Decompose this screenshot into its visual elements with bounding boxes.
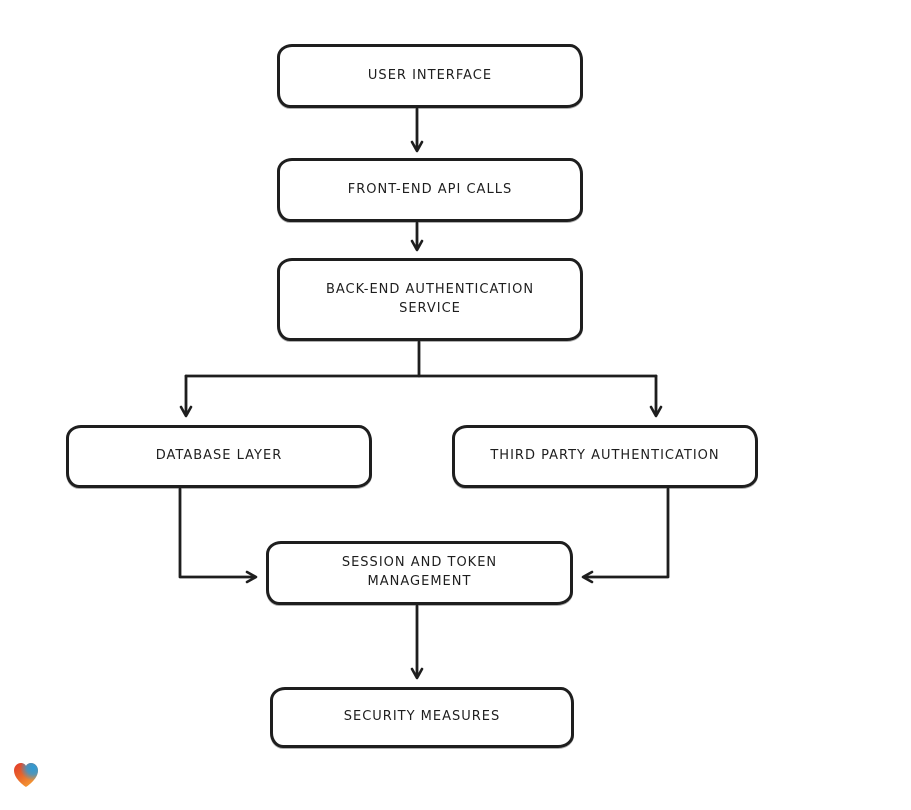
node-label: SESSION AND TOKEN MANAGEMENT [341, 555, 498, 589]
node-session-and-token-management: SESSION AND TOKEN MANAGEMENT [266, 541, 573, 605]
node-label: SECURITY MEASURES [343, 709, 501, 725]
node-security-measures: SECURITY MEASURES [270, 687, 574, 748]
node-third-party-authentication: THIRD PARTY AUTHENTICATION [452, 425, 758, 488]
edge-third-party-to-session [581, 487, 670, 584]
node-label: FRONT-END API CALLS [347, 181, 513, 197]
node-database-layer: DATABASE LAYER [66, 425, 372, 488]
node-label: BACK-END AUTHENTICATION SERVICE [325, 281, 535, 316]
heart-logo[interactable] [10, 759, 42, 791]
node-label: THIRD PARTY AUTHENTICATION [490, 448, 720, 464]
heart-icon [14, 763, 38, 787]
node-label: USER INTERFACE [367, 67, 493, 83]
node-user-interface: USER INTERFACE [277, 44, 583, 108]
edge-database-layer-to-session [178, 487, 258, 584]
node-front-end-api-calls: FRONT-END API CALLS [277, 158, 583, 222]
node-label: DATABASE LAYER [155, 448, 283, 464]
node-back-end-authentication-service: BACK-END AUTHENTICATION SERVICE [277, 258, 583, 341]
